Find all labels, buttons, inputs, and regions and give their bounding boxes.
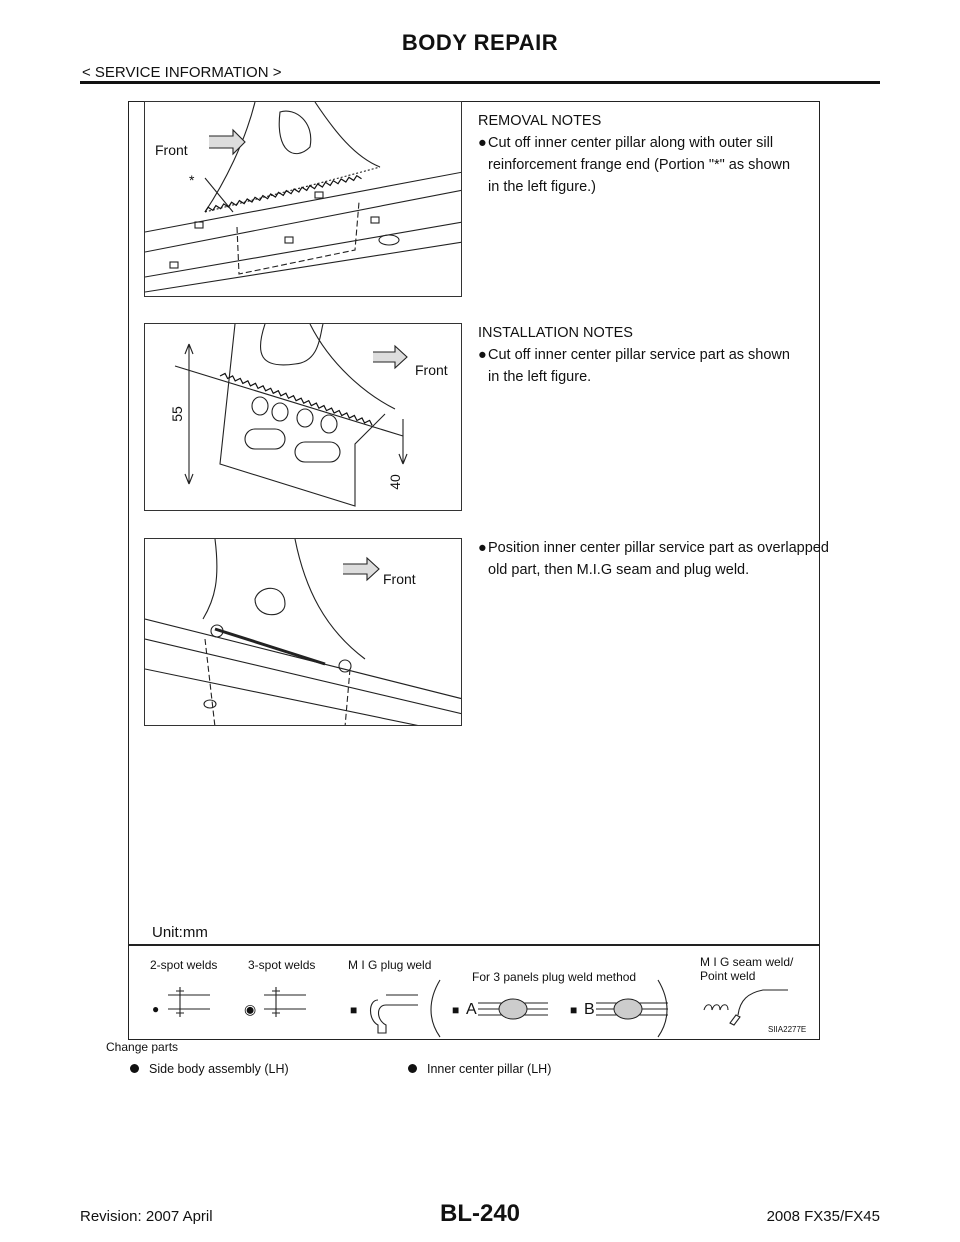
front-label: Front (383, 571, 416, 587)
note-text: Cut off inner center pillar service part… (488, 347, 790, 363)
plug-weld-icon: ■ (350, 1003, 358, 1017)
method-a-square-icon: ■ (452, 1003, 460, 1017)
three-spot-weld-icon: ◉ (244, 1001, 257, 1017)
note-text: Position inner center pillar service par… (488, 540, 829, 556)
change-part-item: Inner center pillar (LH) (408, 1062, 551, 1076)
method-b-label: B (584, 1001, 595, 1018)
bullet-icon (130, 1064, 139, 1073)
note-text: old part, then M.I.G seam and plug weld. (488, 562, 750, 578)
bullet-icon (408, 1064, 417, 1073)
removal-illustration: Front * (144, 101, 462, 297)
method-b-square-icon: ■ (570, 1003, 578, 1017)
change-parts-label: Change parts (106, 1040, 179, 1054)
installation-illustration: Front 55 40 (144, 323, 462, 511)
page-title: BODY REPAIR (401, 30, 559, 55)
note-text: reinforcement frange end (Portion "*" as… (488, 157, 791, 173)
bullet-icon: ● (478, 540, 487, 556)
note-text: in the left figure.) (488, 179, 596, 195)
dimension-40: 40 (386, 474, 403, 490)
installation-notes-heading: INSTALLATION NOTES (478, 325, 633, 341)
unit-label: Unit:mm (152, 924, 208, 941)
weld-illustration: Front (144, 538, 462, 726)
note-text: in the left figure. (488, 369, 592, 385)
header-rule (80, 81, 880, 84)
note-text: Cut off inner center pillar along with o… (488, 135, 774, 151)
front-label: Front (415, 362, 448, 378)
legend-three-spot: 3-spot welds (248, 958, 316, 972)
change-part-text: Side body assembly (LH) (149, 1062, 289, 1076)
legend-three-panels: For 3 panels plug weld method (472, 970, 637, 984)
dimension-55: 55 (168, 406, 185, 422)
change-part-item: Side body assembly (LH) (130, 1062, 289, 1076)
removal-notes-heading: REMOVAL NOTES (478, 113, 602, 129)
weld-symbols-drawing (168, 979, 788, 1038)
legend-divider (128, 944, 820, 946)
page-number: BL-240 (439, 1200, 521, 1227)
revision-footer: Revision: 2007 April (80, 1208, 213, 1225)
removal-notes: REMOVAL NOTES ●Cut off inner center pill… (478, 110, 790, 198)
two-spot-weld-icon: ● (152, 1002, 160, 1016)
legend-mig-seam: M I G seam weld/ (700, 955, 794, 969)
bullet-icon: ● (478, 135, 487, 151)
figure-frame (128, 101, 820, 1040)
portion-marker: * (189, 172, 195, 188)
figure-code: SIIA2277E (768, 1025, 807, 1034)
section-breadcrumb: < SERVICE INFORMATION > (82, 64, 282, 81)
legend-mig-plug: M I G plug weld (348, 958, 432, 972)
bullet-icon: ● (478, 347, 487, 363)
installation-notes: INSTALLATION NOTES ●Cut off inner center… (478, 322, 790, 388)
legend-two-spot: 2-spot welds (150, 958, 218, 972)
change-part-text: Inner center pillar (LH) (427, 1062, 552, 1076)
weld-notes: ●Position inner center pillar service pa… (478, 537, 829, 581)
method-a-label: A (466, 1001, 477, 1018)
model-footer: 2008 FX35/FX45 (766, 1208, 880, 1225)
legend-point-weld: Point weld (700, 969, 756, 983)
front-label: Front (155, 142, 188, 158)
